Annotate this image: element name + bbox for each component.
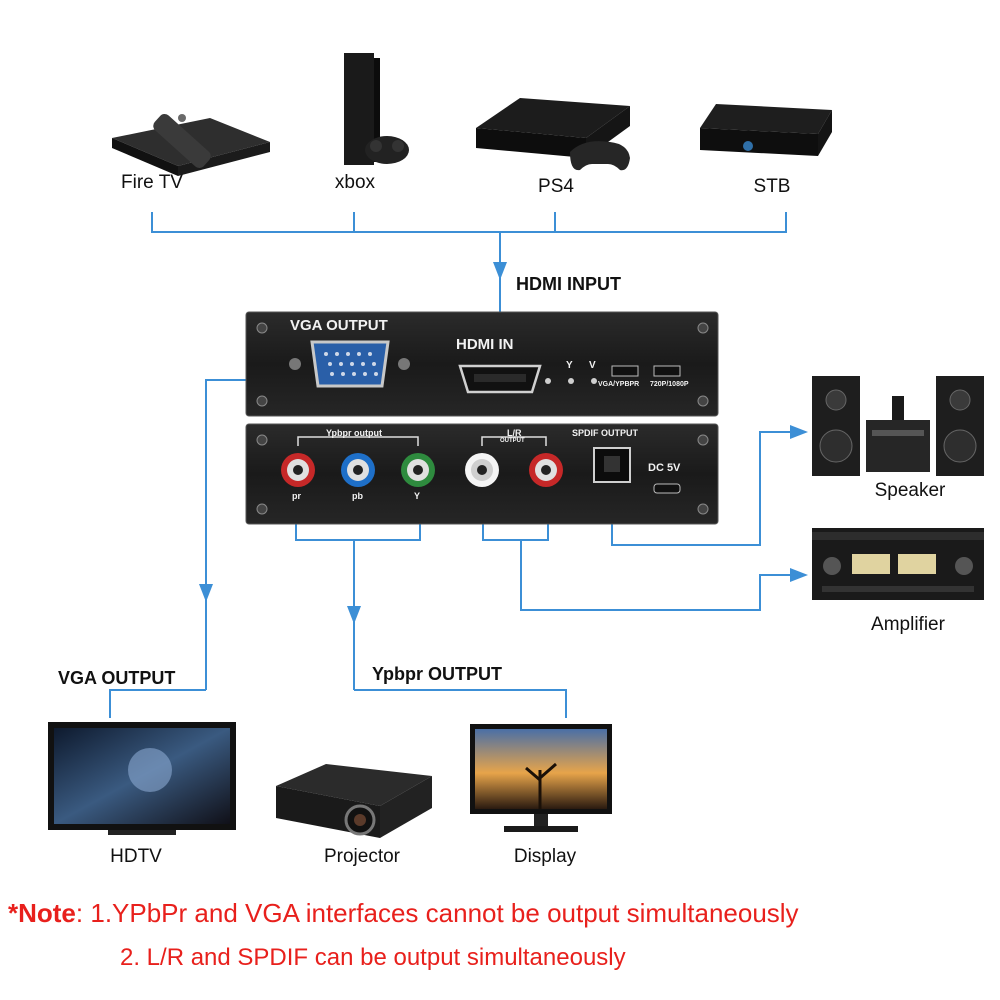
xbox-icon [344,53,409,165]
hdmi-port [458,364,542,394]
rca-jack-pr [281,453,315,487]
panel-led-v-label: V [589,360,596,371]
audio-label-amplifier: Amplifier [871,614,945,635]
panel-port-pb-label: pb [352,491,363,501]
dc-power-port [653,483,681,494]
hdtv-icon [48,722,236,835]
panel-lr-output-label: OUTPUT [500,438,525,444]
source-label-stb: STB [753,176,791,197]
device-bottom-panel [245,423,719,525]
panel-port-pr-label: pr [292,491,301,501]
panel-led-y-label: Y [566,360,573,371]
led-indicator [568,378,574,384]
panel-vga-output-label: VGA OUTPUT [290,317,388,334]
panel-ypbpr-output-label: Ypbpr output [326,428,382,438]
note-line-2: 2. L/R and SPDIF can be output simultane… [120,944,626,971]
switch-vga-ypbpr [611,365,639,377]
note-prefix: *Note [8,898,76,928]
hdmi-input-label: HDMI INPUT [516,274,621,294]
monitor-icon [470,724,612,832]
stb-icon [700,104,832,156]
note-text-1: : 1.YPbPr and VGA interfaces cannot be o… [75,898,799,928]
panel-switch2-label: 720P/1080P [650,381,689,388]
panel-dc-label: DC 5V [648,462,681,474]
rca-jack-left [465,453,499,487]
projector-icon [276,764,432,838]
panel-switch1-label: VGA/YPBPR [598,381,640,388]
speaker-icon [812,376,984,476]
panel-lr-label: L/R [507,428,522,438]
spdif-port [593,447,631,483]
arrow-heads [199,262,808,624]
rca-jack-y [401,453,435,487]
panel-hdmi-in-label: HDMI IN [456,336,514,353]
note-line-1: *Note: 1.YPbPr and VGA interfaces cannot… [8,898,799,929]
ypbpr-output-group-label: Ypbpr OUTPUT [372,664,502,684]
led-indicator [591,378,597,384]
source-label-ps4: PS4 [538,176,574,197]
amplifier-icon [812,528,984,600]
rca-jack-pb [341,453,375,487]
fire-tv-icon [112,113,270,176]
switch-resolution [653,365,681,377]
display-label-projector: Projector [323,846,401,867]
panel-port-y-label: Y [414,491,421,501]
source-label-fire-tv: Fire TV [121,172,183,193]
audio-label-speaker: Speaker [874,480,946,501]
panel-spdif-output-label: SPDIF OUTPUT [572,428,639,438]
source-label-xbox: xbox [334,172,376,193]
device-top-panel [245,311,719,417]
vga-port [289,340,410,388]
vga-output-group-label: VGA OUTPUT [58,668,176,688]
display-label-hdtv: HDTV [110,846,162,867]
rca-jack-right [529,453,563,487]
display-label-monitor: Display [513,846,577,867]
led-indicator [545,378,551,384]
ps4-icon [476,98,630,171]
